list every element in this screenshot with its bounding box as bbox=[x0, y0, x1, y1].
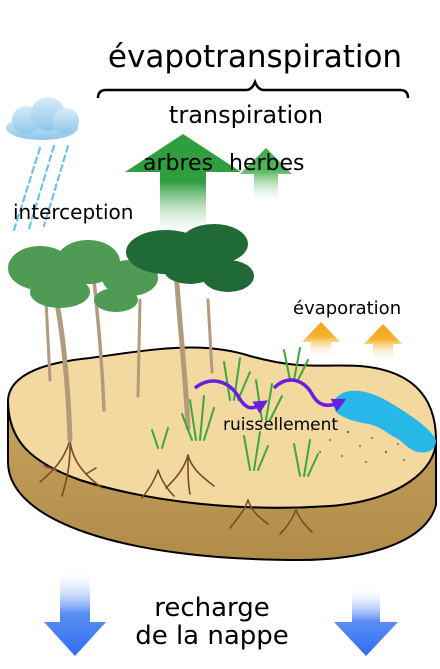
recharge-arrow-right bbox=[334, 586, 398, 656]
evaporation-arrow-right bbox=[364, 324, 402, 362]
roots-icon bbox=[39, 439, 313, 535]
runoff-arrow-2 bbox=[272, 378, 347, 412]
transpiration-label: transpiration bbox=[169, 101, 323, 129]
ground-top bbox=[6, 346, 438, 509]
arbres-label: arbres bbox=[143, 151, 213, 176]
rain-icon bbox=[12, 144, 70, 234]
ruissellement-label: ruissellement bbox=[223, 415, 338, 435]
evaporation-label: évaporation bbox=[293, 298, 401, 319]
transpiration-arrow-trees bbox=[125, 134, 241, 240]
recharge-label-line2: de la nappe bbox=[135, 621, 289, 651]
recharge-arrow-left bbox=[44, 570, 106, 656]
trees-icon bbox=[8, 224, 254, 443]
water-pond bbox=[333, 390, 436, 453]
evaporation-arrow-left bbox=[302, 322, 340, 358]
transpiration-arrow-grass bbox=[240, 148, 292, 205]
recharge-label-line1: recharge bbox=[154, 593, 270, 623]
herbes-label: herbes bbox=[229, 151, 305, 176]
runoff-arrow-1 bbox=[193, 379, 269, 414]
interception-label: interception bbox=[13, 200, 133, 224]
brace bbox=[96, 78, 410, 99]
cloud-icon bbox=[6, 97, 79, 140]
grass-icon bbox=[151, 347, 319, 477]
evapotranspiration-label: évapotranspiration bbox=[108, 39, 402, 75]
